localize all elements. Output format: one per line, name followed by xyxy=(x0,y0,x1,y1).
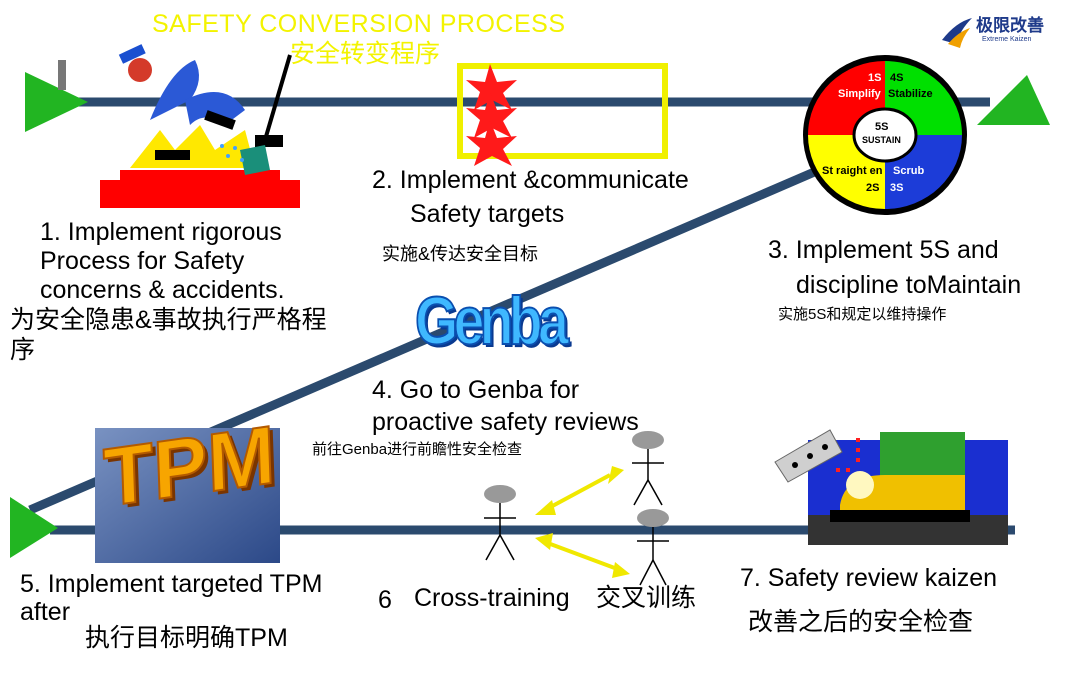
start-arrow-bottom xyxy=(10,497,58,558)
step5-cn: 执行目标明确TPM xyxy=(85,624,288,652)
process-title: SAFETY CONVERSION PROCESS xyxy=(152,10,566,38)
step5-line2: after xyxy=(20,598,71,626)
post-marker xyxy=(58,60,66,90)
five-s-center: 5S xyxy=(875,121,889,133)
exchange-arrows xyxy=(544,473,621,572)
step1-cn-line1: 为安全隐患&事故执行严格程 xyxy=(10,306,327,334)
step7-cn: 改善之后的安全检查 xyxy=(748,608,974,636)
logo-emblem-icon xyxy=(942,18,972,48)
five-s-q1: 1S xyxy=(868,72,882,84)
step4-line2: proactive safety reviews xyxy=(372,408,639,436)
target-stars xyxy=(466,64,517,166)
logo: 极限改善 Extreme Kaizen xyxy=(938,14,1068,50)
step3-cn: 实施5S和规定以维持操作 xyxy=(778,306,947,323)
safety-boot-icon xyxy=(774,429,1008,545)
step3-line2: discipline toMaintain xyxy=(796,271,1022,299)
five-s-q2: 4S xyxy=(890,72,904,84)
step1-cn-line2: 序 xyxy=(10,336,36,364)
end-arrow-top xyxy=(977,75,1050,125)
five-s-q1-label: Simplify xyxy=(838,88,881,100)
step4-line1: 4. Go to Genba for xyxy=(372,376,580,404)
five-s-q4: 3S xyxy=(890,182,904,194)
slip-accident-icon xyxy=(100,44,300,208)
step1-line1: 1. Implement rigorous xyxy=(40,218,282,246)
genba-word: Genba xyxy=(414,282,569,360)
step1-line3: concerns & accidents. xyxy=(40,276,285,304)
step1-line2: Process for Safety xyxy=(40,247,245,275)
tpm-graphic xyxy=(95,428,280,563)
cross-training-figures xyxy=(484,431,669,586)
logo-name: 极限改善 xyxy=(976,16,1044,35)
step2-line1: 2. Implement &communicate xyxy=(372,166,689,194)
step6-number: 6 xyxy=(378,586,392,614)
step6-cn: 交叉训练 xyxy=(596,584,697,612)
step7-en: 7. Safety review kaizen xyxy=(740,564,998,592)
logo-sub: Extreme Kaizen xyxy=(982,36,1032,43)
five-s-center-label: SUSTAIN xyxy=(862,135,901,145)
targets-frame xyxy=(457,63,668,159)
step6-en: Cross-training xyxy=(414,584,570,612)
process-title-cn: 安全转变程序 xyxy=(290,40,441,68)
step4-cn: 前往Genba进行前瞻性安全检查 xyxy=(312,441,523,458)
five-s-q3-label: St raight en xyxy=(822,165,883,177)
step3-line1: 3. Implement 5S and xyxy=(768,236,999,264)
step2-line2: Safety targets xyxy=(410,200,565,228)
five-s-q3: 2S xyxy=(866,182,880,194)
five-s-q2-label: Stabilize xyxy=(888,88,933,100)
five-s-q4-label: Scrub xyxy=(893,165,925,177)
step2-cn: 实施&传达安全目标 xyxy=(382,244,539,264)
start-arrow-top xyxy=(25,72,88,132)
five-s-wheel xyxy=(803,55,967,215)
step5-line1: 5. Implement targeted TPM xyxy=(20,570,323,598)
